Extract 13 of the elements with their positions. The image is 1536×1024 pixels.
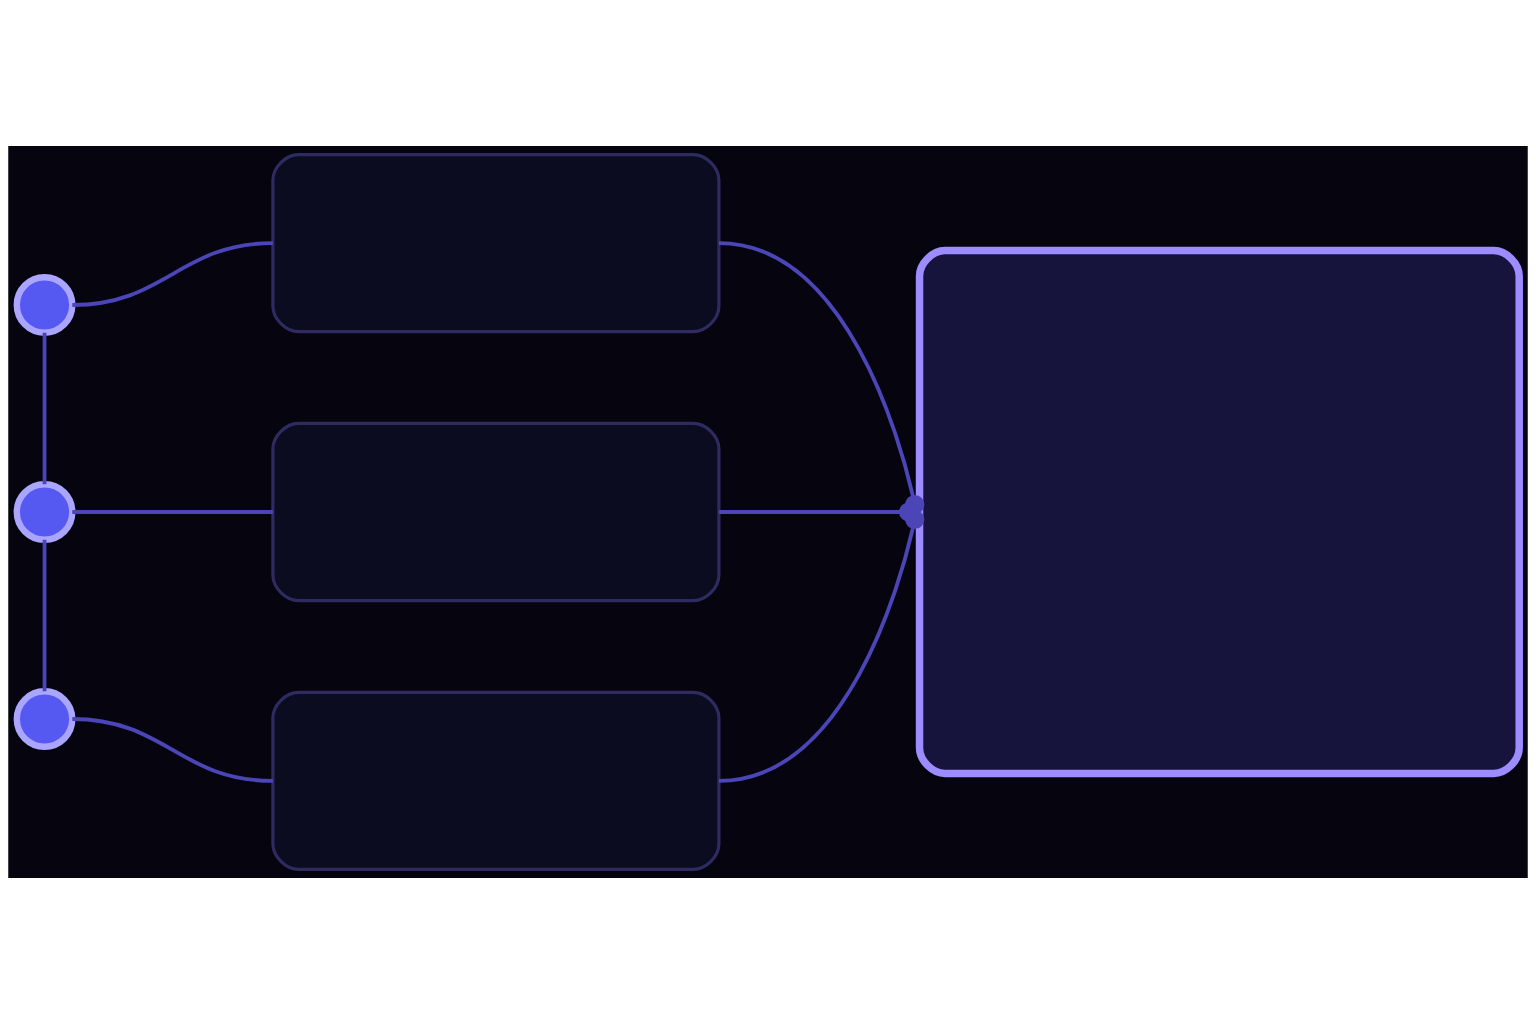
node-box	[271, 690, 721, 872]
connector	[72, 717, 273, 783]
node-circle	[13, 274, 76, 336]
connector	[42, 332, 47, 485]
node-box	[915, 246, 1523, 778]
connector	[718, 509, 925, 783]
node-circle	[13, 481, 76, 543]
node-box	[271, 421, 721, 603]
node-box	[271, 152, 721, 334]
connector	[72, 241, 273, 307]
node-circle	[13, 688, 76, 750]
connector	[42, 539, 47, 692]
connector	[72, 510, 273, 514]
